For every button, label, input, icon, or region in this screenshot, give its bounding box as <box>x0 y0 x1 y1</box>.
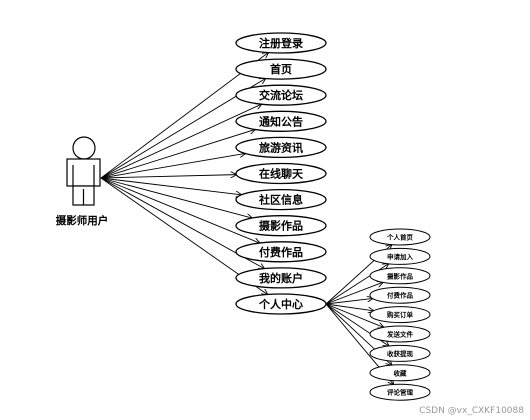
sub-use-case-node: 付费作品 <box>369 286 431 304</box>
sub-use-case-ellipse <box>369 228 431 246</box>
sub-association-edge <box>325 303 374 311</box>
use-case-ellipse <box>235 267 327 289</box>
use-case-label: 我的账户 <box>259 271 303 285</box>
association-edge <box>100 177 241 195</box>
sub-use-case-ellipse <box>369 364 431 382</box>
use-case-ellipse <box>235 241 327 263</box>
actor-label: 摄影师用户 <box>56 214 109 227</box>
sub-use-case-label: 摄影作品 <box>387 271 414 280</box>
use-case-node: 首页 <box>235 58 327 80</box>
watermark: CSDN @vx_CXKF10088 <box>419 406 524 416</box>
association-edge <box>100 129 255 179</box>
association-edge <box>100 177 252 218</box>
sub-use-case-node: 个人首页 <box>369 228 431 246</box>
use-case-ellipse <box>235 84 327 106</box>
use-case-label: 首页 <box>270 62 292 76</box>
use-case-label: 在线聊天 <box>259 167 304 181</box>
sub-association-edge <box>325 303 384 327</box>
use-case-node: 付费作品 <box>235 241 327 263</box>
use-case-ellipse <box>235 32 327 54</box>
sub-use-case-ellipse <box>369 247 431 265</box>
sub-association-edge <box>325 282 383 305</box>
sub-use-case-node: 评论管理 <box>369 383 431 401</box>
association-edge <box>100 175 236 179</box>
sub-use-case-label: 收获提现 <box>387 349 414 358</box>
association-edge <box>100 104 261 179</box>
sub-use-case-label: 个人首页 <box>386 233 414 242</box>
use-case-ellipse <box>235 215 327 237</box>
sub-use-case-label: 发送文件 <box>386 330 414 339</box>
use-case-ellipse <box>235 58 327 80</box>
use-case-label: 注册登录 <box>259 36 303 50</box>
sub-use-case-node: 摄影作品 <box>369 267 431 285</box>
use-case-node: 通知公告 <box>235 110 327 132</box>
sub-use-case-label: 购买订单 <box>387 310 414 319</box>
use-case-ellipse <box>235 136 327 159</box>
use-case-node: 注册登录 <box>235 32 327 54</box>
sub-use-case-ellipse <box>369 344 431 362</box>
use-case-label: 交流论坛 <box>259 88 303 102</box>
sub-use-case-node: 购买订单 <box>369 306 431 324</box>
sub-association-edge <box>325 298 373 305</box>
sub-use-case-ellipse <box>369 286 431 304</box>
use-case-node: 摄影作品 <box>235 215 327 237</box>
use-case-label: 摄影作品 <box>259 219 303 233</box>
use-case-ellipse <box>235 188 327 211</box>
use-case-nodes: 注册登录首页交流论坛通知公告旅游资讯在线聊天社区信息摄影作品付费作品我的账户个人… <box>235 32 327 315</box>
use-case-node: 在线聊天 <box>235 162 327 185</box>
sub-use-case-ellipse <box>369 325 431 343</box>
sub-use-case-ellipse <box>369 383 431 401</box>
use-case-label: 旅游资讯 <box>259 140 303 154</box>
use-case-node: 社区信息 <box>235 188 327 211</box>
sub-use-case-ellipse <box>369 306 431 324</box>
use-case-ellipse <box>235 110 327 132</box>
sub-use-case-label: 收藏 <box>394 368 408 377</box>
sub-use-case-label: 申请加入 <box>387 252 414 261</box>
use-case-label: 社区信息 <box>258 193 303 207</box>
use-case-node: 个人中心 <box>235 293 327 315</box>
association-edge <box>100 177 260 243</box>
use-case-ellipse <box>235 293 327 315</box>
sub-use-case-label: 评论管理 <box>387 388 414 397</box>
use-case-node: 我的账户 <box>235 267 327 289</box>
use-case-ellipse <box>235 162 327 185</box>
sub-use-case-ellipse <box>369 267 431 285</box>
sub-use-case-node: 发送文件 <box>369 325 431 343</box>
sub-use-case-label: 付费作品 <box>387 291 414 300</box>
actor: 摄影师用户 <box>56 136 109 227</box>
association-edge <box>100 153 245 179</box>
use-case-node: 旅游资讯 <box>235 136 327 159</box>
use-case-label: 付费作品 <box>259 245 303 259</box>
sub-use-case-node: 申请加入 <box>369 247 431 265</box>
use-case-label: 个人中心 <box>258 297 303 311</box>
use-case-label: 通知公告 <box>259 114 303 128</box>
sub-use-case-node: 收获提现 <box>369 344 431 362</box>
use-case-node: 交流论坛 <box>235 84 327 106</box>
sub-use-case-node: 收藏 <box>369 364 431 382</box>
stick-figure-icon <box>66 136 101 206</box>
